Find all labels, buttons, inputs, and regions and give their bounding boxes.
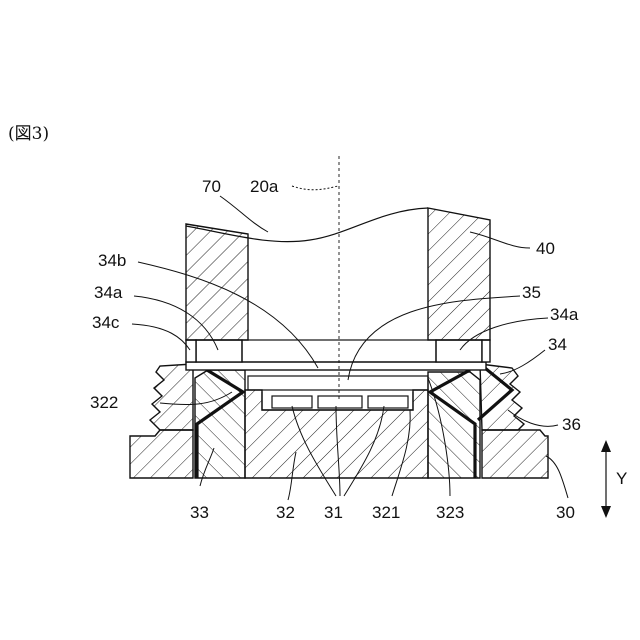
label-36: 36 [562,415,581,434]
spacer-34c-right [482,340,490,362]
label-34c: 34c [92,313,120,332]
element-31-c [368,396,408,408]
label-34a-left: 34a [94,283,123,302]
label-34: 34 [548,335,567,354]
sensor-chip-35 [248,376,428,390]
label-323: 323 [436,503,464,522]
label-20a: 20a [250,177,279,196]
leader-70 [220,196,268,232]
label-axis-y: Y [616,469,627,488]
label-35: 35 [522,283,541,302]
label-34a-right: 34a [550,305,579,324]
y-axis-arrow-up-icon [601,440,611,452]
spacer-34a-left [196,340,242,362]
label-33: 33 [190,503,209,522]
seal-33 [195,370,245,478]
label-30: 30 [556,503,575,522]
y-axis-arrow-down-icon [601,506,611,518]
base-housing-30 [130,430,193,478]
label-321: 321 [372,503,400,522]
cavity-321 [262,392,413,410]
label-322: 322 [90,393,118,412]
label-70: 70 [202,177,221,196]
ring-34 [186,362,486,370]
leader-30 [546,456,568,498]
label-34b: 34b [98,251,126,270]
tube-40-right-wall [428,208,490,340]
leader-20a [292,186,338,190]
label-31: 31 [324,503,343,522]
label-32: 32 [276,503,295,522]
label-40: 40 [536,239,555,258]
tube-40-left-wall [186,224,248,340]
left-threaded-wall [150,364,193,430]
spacer-34a-right [436,340,482,362]
base-housing-30-right [482,430,548,478]
spacer-34c [186,340,196,362]
element-31-b [318,396,362,408]
leader-34c [132,324,190,350]
